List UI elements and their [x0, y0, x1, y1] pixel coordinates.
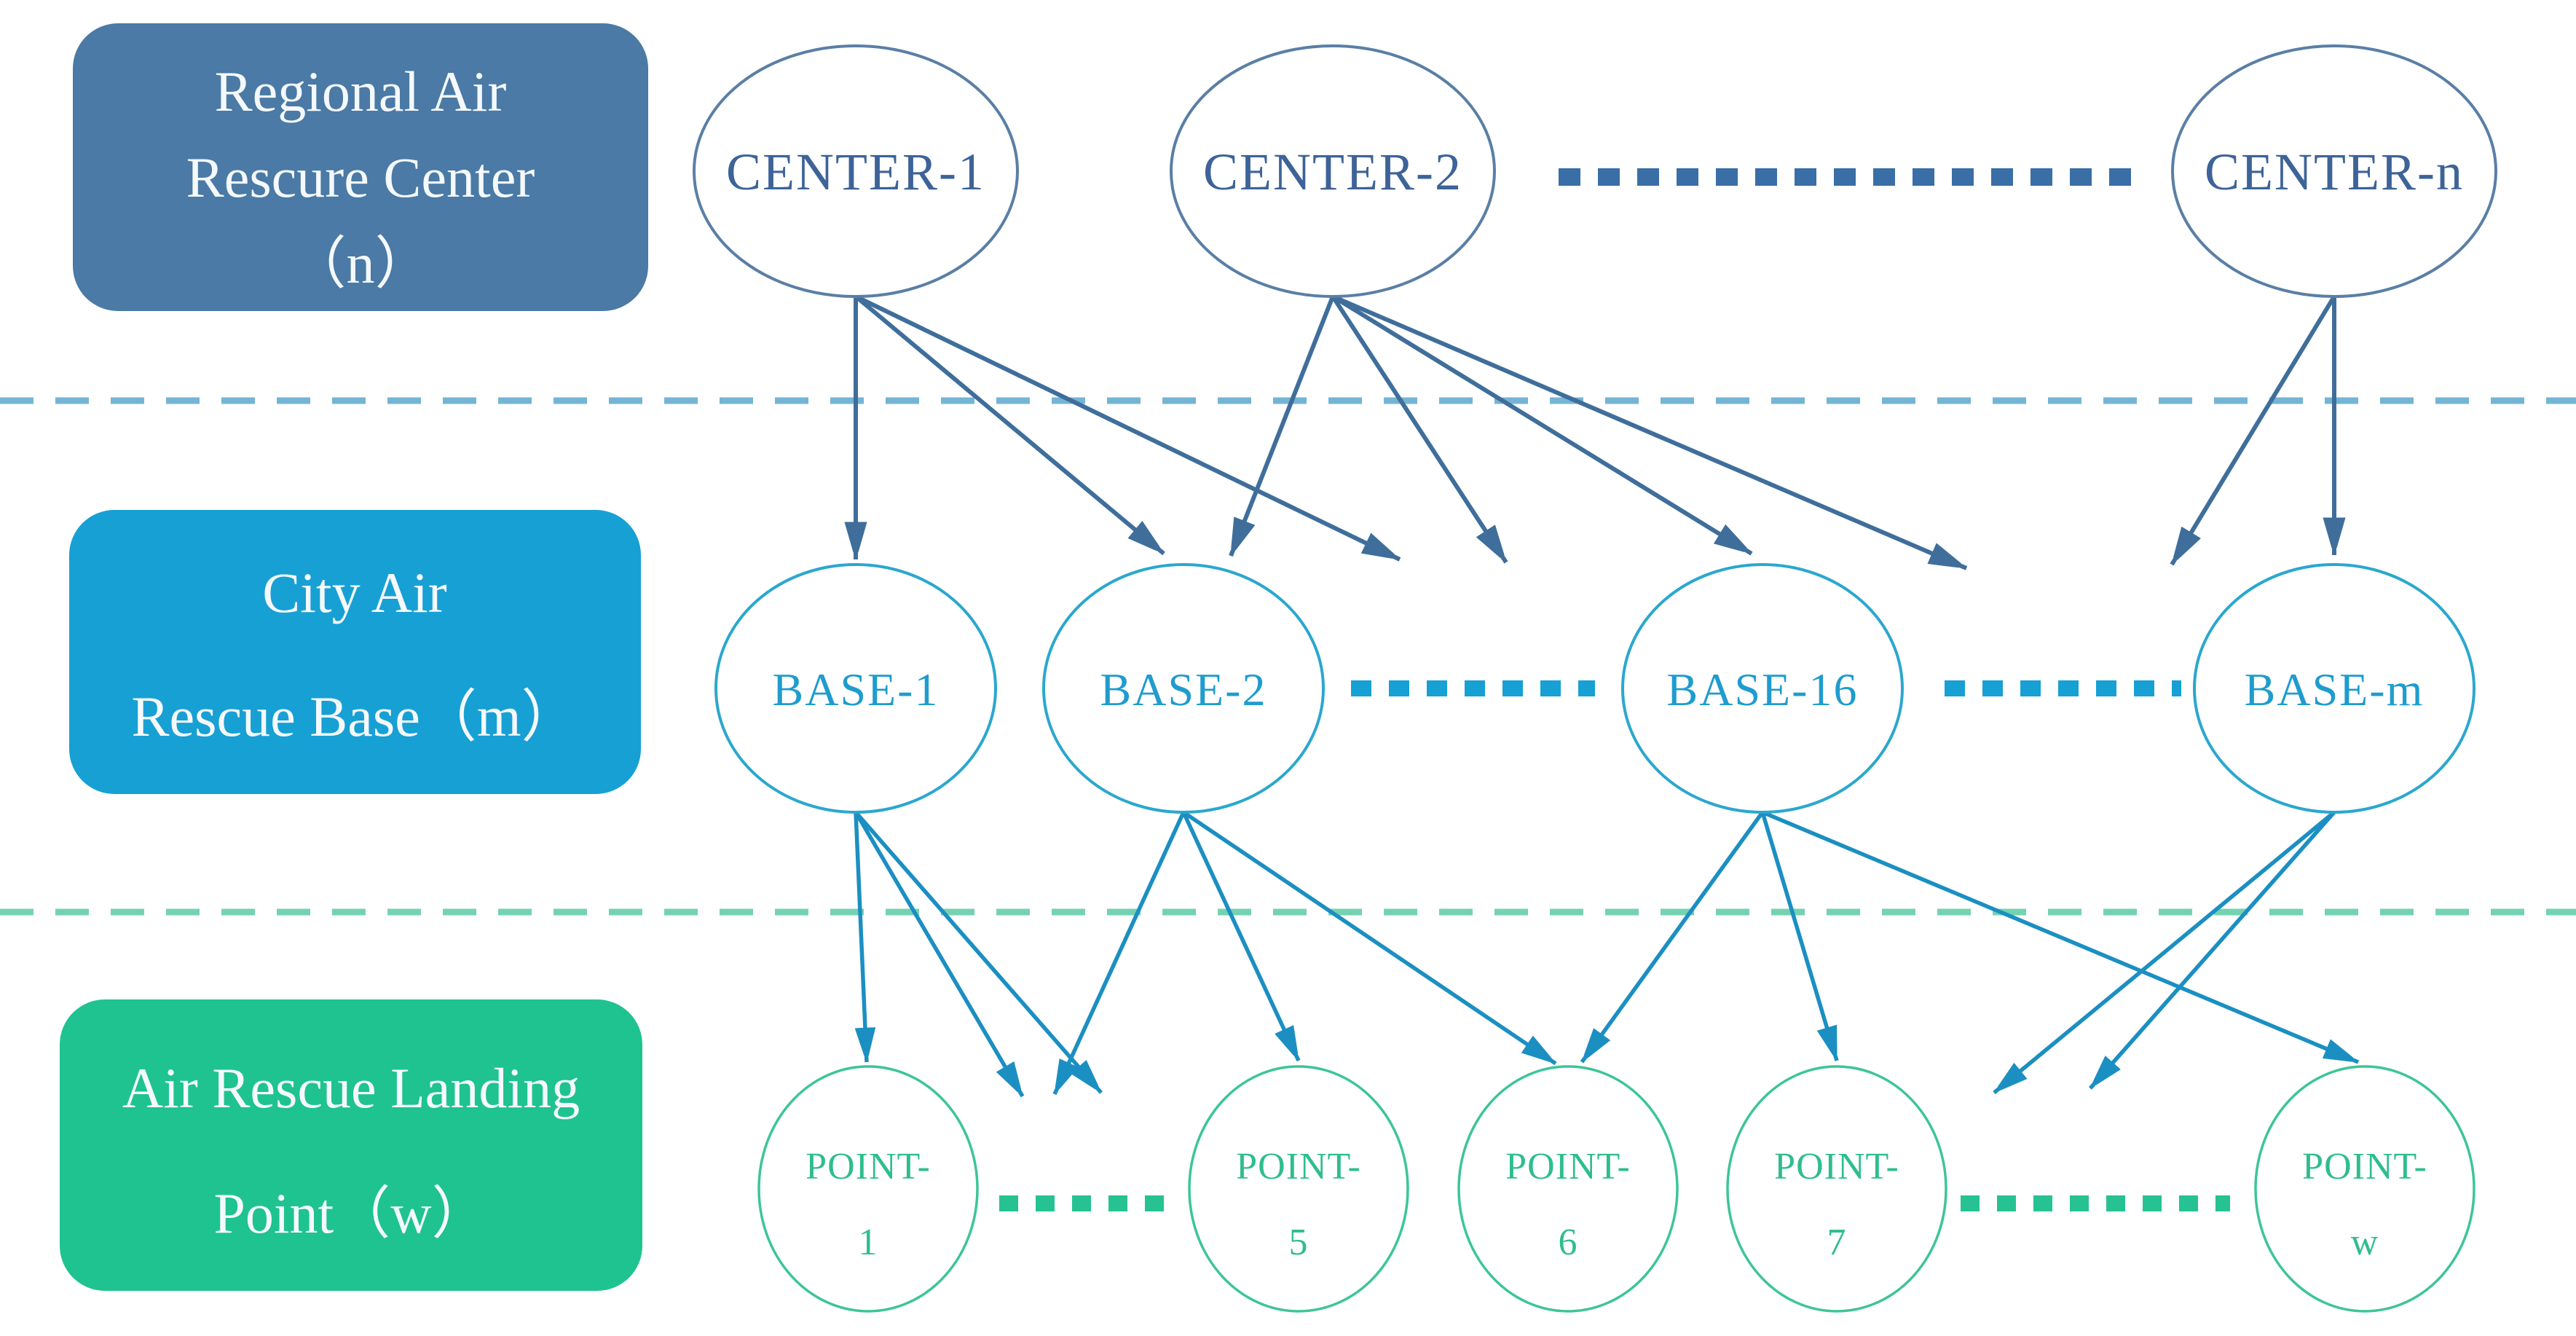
point-1-label-bottom: 1 [859, 1222, 878, 1263]
arrow-center2-to-base2 [1229, 295, 1335, 557]
arrow-center2-to-hidden-base-2 [1331, 294, 1968, 570]
base-node-16: BASE-16 [1621, 563, 1904, 814]
base-2-ellipse [1042, 563, 1325, 814]
regional-box-line-3: （n） [289, 232, 431, 295]
center-2-ellipse [1170, 44, 1496, 298]
center-node-n: CENTER-n [2171, 44, 2497, 298]
arrow-centerN-to-hidden-base [2170, 295, 2336, 566]
arrow-base2-to-hidden-point [1052, 811, 1186, 1096]
city-box-line-1: City Air [262, 561, 447, 624]
point-6-label-top: POINT- [1505, 1146, 1631, 1187]
center-n-ellipse [2171, 44, 2497, 298]
point-1-ellipse [757, 1065, 979, 1313]
center-node-1: CENTER-1 [693, 44, 1019, 298]
point-w-label-top: POINT- [2302, 1146, 2427, 1187]
arrow-center1-to-base2 [854, 294, 1165, 556]
center-node-2: CENTER-2 [1170, 44, 1496, 298]
point-7-label-top: POINT- [1774, 1146, 1899, 1187]
arrow-base1-to-hidden-point-1 [854, 811, 1025, 1098]
arrow-baseM-to-hidden-point-2 [2088, 811, 2336, 1090]
arrow-base16-to-point6 [1580, 811, 1765, 1064]
base-node-1: BASE-1 [714, 563, 997, 814]
city-box-line-2: Rescue Base（m） [131, 685, 578, 748]
point-5-label-top: POINT- [1236, 1146, 1361, 1187]
regional-center-box-rect [73, 23, 648, 311]
arrow-base2-to-point5 [1181, 811, 1301, 1062]
arrow-base1-to-hidden-point-2 [854, 811, 1103, 1094]
base-2-label: BASE-2 [1100, 664, 1267, 715]
base-m-label: BASE-m [2245, 664, 2425, 715]
arrow-base16-to-point7 [1760, 812, 1839, 1061]
landing-box-line-2: Point（w） [213, 1182, 488, 1245]
landing-point-box-rect [60, 999, 642, 1291]
regional-box-line-1: Regional Air [215, 60, 507, 123]
center-2-label: CENTER-2 [1203, 143, 1462, 201]
arrow-center2-to-base16 [1331, 294, 1753, 556]
point-7-ellipse [1726, 1065, 1947, 1313]
base-node-m: BASE-m [2193, 563, 2475, 814]
arrow-center2-to-hidden-base-1 [1331, 295, 1508, 564]
base-1-label: BASE-1 [773, 664, 940, 715]
point-5-label-bottom: 5 [1289, 1222, 1309, 1263]
center-1-label: CENTER-1 [726, 143, 985, 201]
point-5-ellipse [1188, 1065, 1409, 1313]
arrows-center-to-base [854, 294, 2336, 570]
arrows-base-to-point [854, 810, 2360, 1098]
center-1-ellipse [693, 44, 1019, 298]
point-node-6: POINT- 6 [1457, 1065, 1679, 1313]
point-node-w: POINT- w [2254, 1065, 2475, 1313]
legend-landing-point-box: Air Rescue Landing Point（w） [60, 999, 642, 1291]
point-node-7: POINT- 7 [1726, 1065, 1947, 1313]
arrow-base1-to-point1 [854, 812, 867, 1063]
point-6-ellipse [1457, 1065, 1679, 1313]
point-w-label-bottom: w [2351, 1222, 2379, 1263]
arrow-base16-to-pointW [1761, 810, 2360, 1064]
point-7-label-bottom: 7 [1827, 1222, 1847, 1263]
arrow-center1-to-hidden-base [854, 294, 1401, 562]
point-node-5: POINT- 5 [1188, 1065, 1409, 1313]
city-base-box-rect [69, 510, 641, 794]
base-node-2: BASE-2 [1042, 563, 1325, 814]
center-n-label: CENTER-n [2205, 143, 2464, 201]
legend-regional-center-box: Regional Air Rescure Center （n） [73, 23, 648, 311]
base-m-ellipse [2193, 563, 2475, 814]
point-w-ellipse [2254, 1065, 2475, 1313]
base-1-ellipse [714, 563, 997, 814]
point-6-label-bottom: 6 [1559, 1222, 1578, 1263]
landing-box-line-1: Air Rescue Landing [122, 1056, 580, 1120]
point-1-label-top: POINT- [806, 1146, 931, 1187]
arrow-baseM-to-hidden-point-1 [1993, 810, 2336, 1095]
base-16-ellipse [1621, 563, 1904, 814]
base-16-label: BASE-16 [1667, 664, 1859, 715]
point-node-1: POINT- 1 [757, 1065, 979, 1313]
legend-city-base-box: City Air Rescue Base（m） [69, 510, 641, 794]
regional-box-line-2: Rescure Center [186, 146, 535, 209]
arrow-base2-to-point6 [1182, 810, 1557, 1066]
